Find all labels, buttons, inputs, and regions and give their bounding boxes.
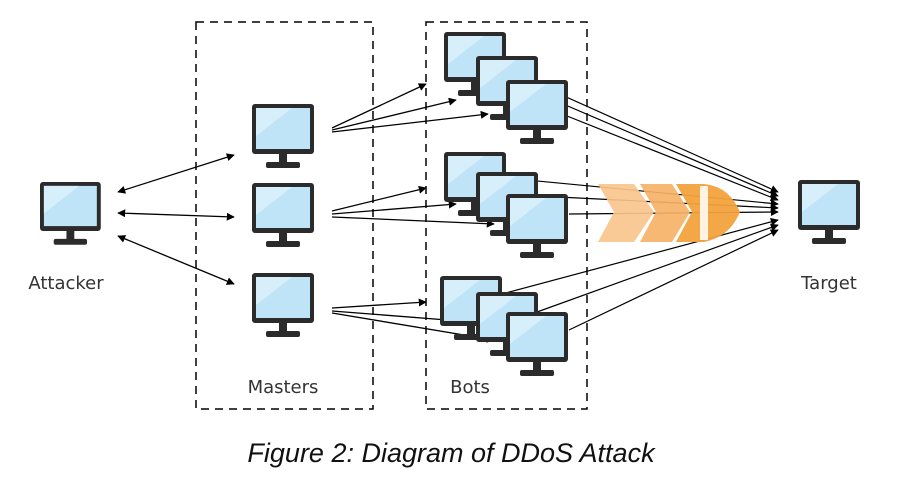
bot-computers bbox=[440, 32, 568, 376]
master-computers bbox=[252, 104, 314, 337]
computer-monitor-icon bbox=[506, 312, 568, 376]
attacker-label: Attacker bbox=[28, 273, 104, 294]
target-computer: Target bbox=[798, 180, 860, 294]
bot-target-arrows bbox=[501, 69, 779, 331]
masters-group-box bbox=[195, 21, 374, 410]
computer-monitor-icon bbox=[798, 180, 860, 244]
figure-caption: Figure 2: Diagram of DDoS Attack bbox=[247, 438, 655, 468]
bots-label: Bots bbox=[450, 377, 490, 398]
computer-monitor-icon bbox=[506, 194, 568, 258]
missile-icon bbox=[598, 184, 740, 242]
target-label: Target bbox=[800, 273, 857, 294]
computer-monitor-icon bbox=[506, 80, 568, 144]
bots-group-box bbox=[425, 21, 588, 410]
masters-label: Masters bbox=[248, 377, 319, 398]
computer-monitor-icon bbox=[252, 104, 314, 168]
computer-monitor-icon bbox=[252, 273, 314, 337]
computer-monitor-icon bbox=[252, 183, 314, 247]
computer-monitor-icon bbox=[40, 182, 101, 245]
attacker-computer: Attacker bbox=[28, 182, 104, 294]
attacker-master-arrows bbox=[117, 153, 235, 285]
